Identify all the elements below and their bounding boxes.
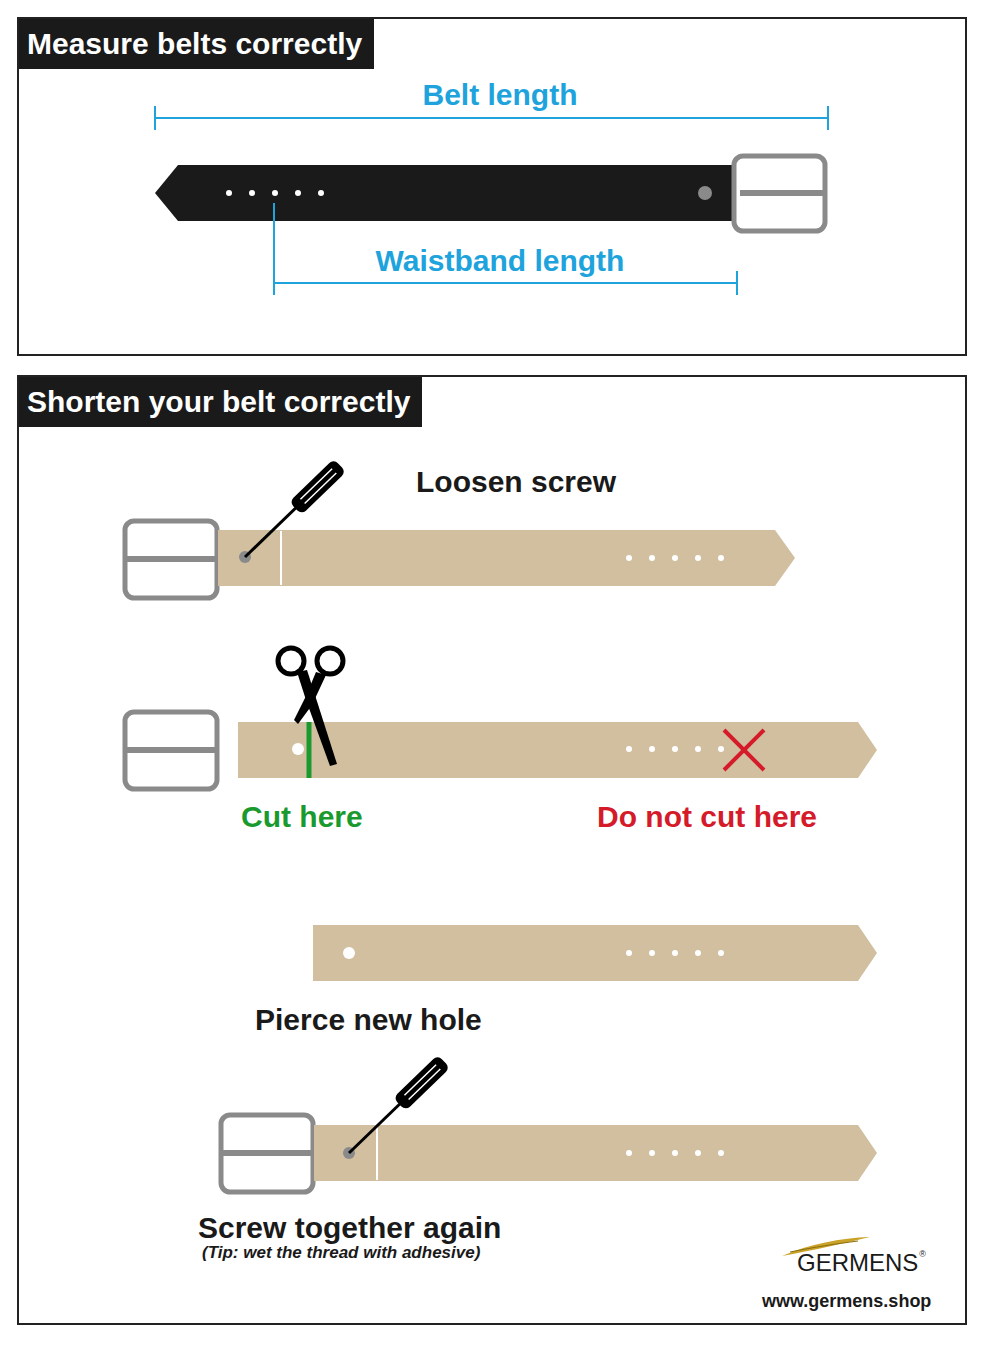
panel-box: Shorten your belt correctly (17, 375, 967, 1325)
screwdriver-shaft (349, 1103, 401, 1153)
buckle-bar (125, 747, 215, 753)
scissors-handle (278, 648, 304, 674)
screwdriver (343, 1055, 450, 1160)
screwdriver-handle (289, 459, 346, 515)
belt-step-screw (221, 1055, 877, 1192)
belt-step-loosen (125, 459, 795, 598)
belt-step-pierce (313, 925, 877, 981)
belt-hole (626, 950, 632, 956)
screwdriver-shaft (245, 507, 297, 557)
dimension-tick (154, 106, 156, 130)
belt-hole (672, 555, 678, 561)
belt-seam (376, 1126, 378, 1180)
scissors-handle (317, 648, 343, 674)
belt-hole (626, 1150, 632, 1156)
belt-hole (718, 1150, 724, 1156)
belt-hole (695, 746, 701, 752)
belt-hole (649, 950, 655, 956)
belt-hole (718, 555, 724, 561)
belt-hole (249, 190, 255, 196)
buckle-bar (221, 1150, 311, 1156)
belt-holes (226, 190, 324, 196)
belt-hole (718, 950, 724, 956)
belt-hole (318, 190, 324, 196)
panel-heading: Measure belts correctly (19, 19, 374, 69)
no-cut-label: Do not cut here (597, 800, 817, 833)
belt-strap (314, 1125, 877, 1181)
screwdriver-handle (393, 1055, 450, 1111)
buckle (221, 1115, 313, 1192)
registered-mark: ® (919, 1250, 926, 1260)
dimension-tick (273, 203, 275, 295)
dimension-tick (827, 106, 829, 130)
cut-line (307, 722, 312, 778)
screw-hole (292, 743, 304, 755)
buckle (734, 156, 825, 231)
step-label: Pierce new hole (255, 1003, 482, 1036)
dimension-lines (155, 106, 828, 295)
cut-label: Cut here (241, 800, 363, 833)
waistband-length-line (274, 282, 737, 284)
belt-holes (626, 1150, 724, 1156)
handle-grip (404, 1065, 436, 1096)
buckle-bar (740, 190, 825, 196)
belt-holes (626, 746, 724, 752)
belt-hole (695, 950, 701, 956)
scissors-blade (294, 672, 326, 724)
buckle (125, 521, 217, 598)
belt-seam (280, 531, 282, 585)
tip-note: (Tip: wet the thread with adhesive) (202, 1244, 480, 1263)
dimension-label: Waistband length (376, 244, 625, 277)
belt-length-line (155, 117, 828, 119)
cross-stroke (724, 730, 764, 770)
belt-step-cut (125, 648, 877, 789)
belt-strap (218, 530, 795, 586)
no-cut-cross (724, 730, 764, 770)
belt-hole (626, 555, 632, 561)
website-url: www.germens.shop (762, 1292, 931, 1312)
panel-box: Measure belts correctly (17, 17, 967, 356)
handle-grip (409, 1069, 441, 1100)
belt-hole (649, 746, 655, 752)
brand-logo: GERMENS (797, 1250, 918, 1276)
handle-grip (300, 469, 332, 500)
belt-hole (272, 190, 278, 196)
black-belt (155, 156, 825, 231)
dimension-tick (736, 271, 738, 295)
step-label: Screw together again (198, 1211, 501, 1244)
belt-strap (155, 165, 735, 221)
belt-hole (649, 1150, 655, 1156)
buckle-bar (125, 556, 215, 562)
step-label: Loosen screw (416, 465, 616, 498)
belt-hole (695, 555, 701, 561)
handle-grip (305, 473, 337, 504)
belt-holes (626, 555, 724, 561)
belt-hole (695, 1150, 701, 1156)
belt-strap (238, 722, 877, 778)
panel-heading: Shorten your belt correctly (19, 377, 422, 427)
screw (698, 186, 712, 200)
buckle (125, 712, 217, 789)
belt-hole (226, 190, 232, 196)
belt-strap (313, 925, 877, 981)
cross-stroke (724, 730, 764, 770)
belt-hole (295, 190, 301, 196)
dimension-label: Belt length (423, 78, 578, 111)
belt-hole (626, 746, 632, 752)
belt-hole (649, 555, 655, 561)
belt-hole (672, 1150, 678, 1156)
screwdriver (239, 459, 346, 564)
belt-holes (626, 950, 724, 956)
belt-hole (672, 746, 678, 752)
scissors (278, 648, 343, 766)
belt-hole (672, 950, 678, 956)
belt-hole (718, 746, 724, 752)
new-hole (343, 947, 355, 959)
